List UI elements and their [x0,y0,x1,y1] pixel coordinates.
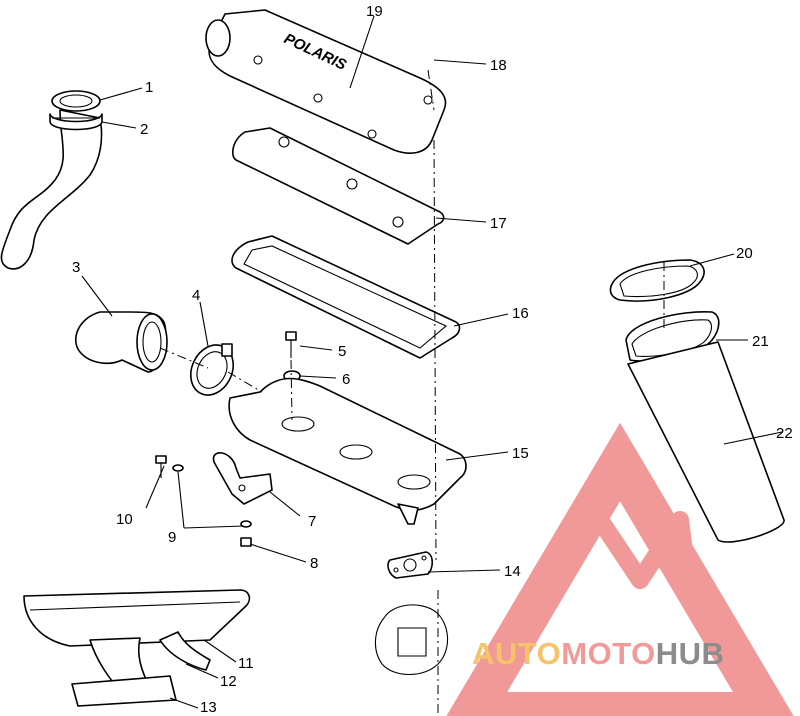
callout-12: 12 [220,673,237,690]
callout-labels: 1 2 3 4 5 6 7 8 9 10 11 12 13 14 15 16 1… [72,3,793,716]
callout-15: 15 [512,445,529,462]
callout-10: 10 [116,511,133,528]
brand-hub: HUB [656,636,725,671]
callout-18: 18 [490,57,507,74]
manifold-assembly [23,589,251,707]
callout-6: 6 [342,371,350,388]
screws-left [155,455,252,547]
callout-7: 7 [308,513,316,530]
alignment-lines [159,69,665,716]
gasket [387,551,434,579]
watermark-logo [446,422,794,716]
callout-20: 20 [736,245,753,262]
callout-3: 3 [72,259,80,276]
hose-assembly [0,90,103,270]
brand-auto: AUTO [472,636,561,671]
intake-elbow [75,311,168,373]
callout-1: 1 [145,79,153,96]
callout-13: 13 [200,699,217,716]
bracket [212,452,273,505]
duct-assembly [609,259,785,543]
callout-14: 14 [504,563,521,580]
carburetor [374,604,449,675]
callout-4: 4 [192,287,200,304]
callout-17: 17 [490,215,507,232]
callout-22: 22 [776,425,793,442]
seal [231,235,461,359]
callout-21: 21 [752,333,769,350]
callout-8: 8 [310,555,318,572]
filter-element [231,127,445,245]
callout-2: 2 [140,121,148,138]
callout-11: 11 [238,655,254,672]
watermark-brand: AUTOMOTOHUB [472,636,724,671]
clamp [190,343,234,396]
brand-moto: MOTO [561,636,655,671]
callout-16: 16 [512,305,529,322]
screw-and-washer [283,331,301,382]
leader-lines [81,15,783,709]
airbox-base [228,377,467,525]
callout-5: 5 [338,343,346,360]
svg-text:AUTOMOTOHUB: AUTOMOTOHUB [472,636,724,671]
callout-19: 19 [366,3,383,20]
callout-9: 9 [168,529,176,546]
airbox-cover: POLARIS [205,9,447,154]
